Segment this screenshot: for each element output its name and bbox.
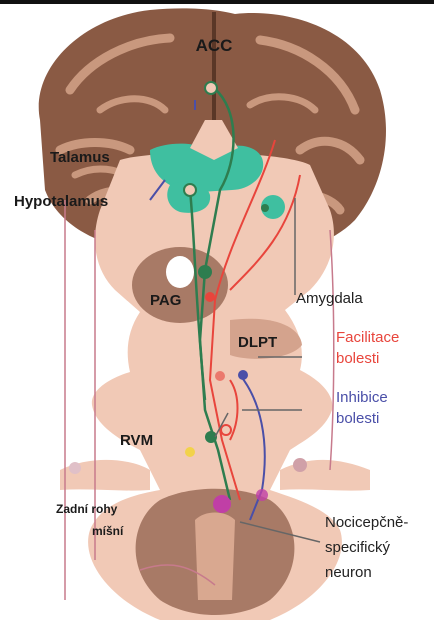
label-inhibice-bolesti: bolesti <box>336 410 379 427</box>
label-inhibice: Inhibice <box>336 389 388 406</box>
label-facilitace-bolesti: bolesti <box>336 350 379 367</box>
label-nociceptive-1: Nocicepčně- <box>325 514 408 531</box>
label-hypotalamus: Hypotalamus <box>14 193 108 210</box>
label-acc: ACC <box>196 36 233 55</box>
label-nociceptive-3: neuron <box>325 564 372 581</box>
label-zadni-rohy: Zadní rohy <box>56 502 118 516</box>
label-amygdala: Amygdala <box>296 290 363 307</box>
label-rvm: RVM <box>120 432 153 449</box>
label-pag: PAG <box>150 292 181 309</box>
top-border <box>0 0 434 4</box>
label-facilitace: Facilitace <box>336 329 399 346</box>
label-talamus: Talamus <box>50 149 110 166</box>
label-dlpt: DLPT <box>238 334 277 351</box>
label-nociceptive-2: specifický <box>325 539 391 556</box>
label-zadni-misni: míšní <box>92 524 124 538</box>
